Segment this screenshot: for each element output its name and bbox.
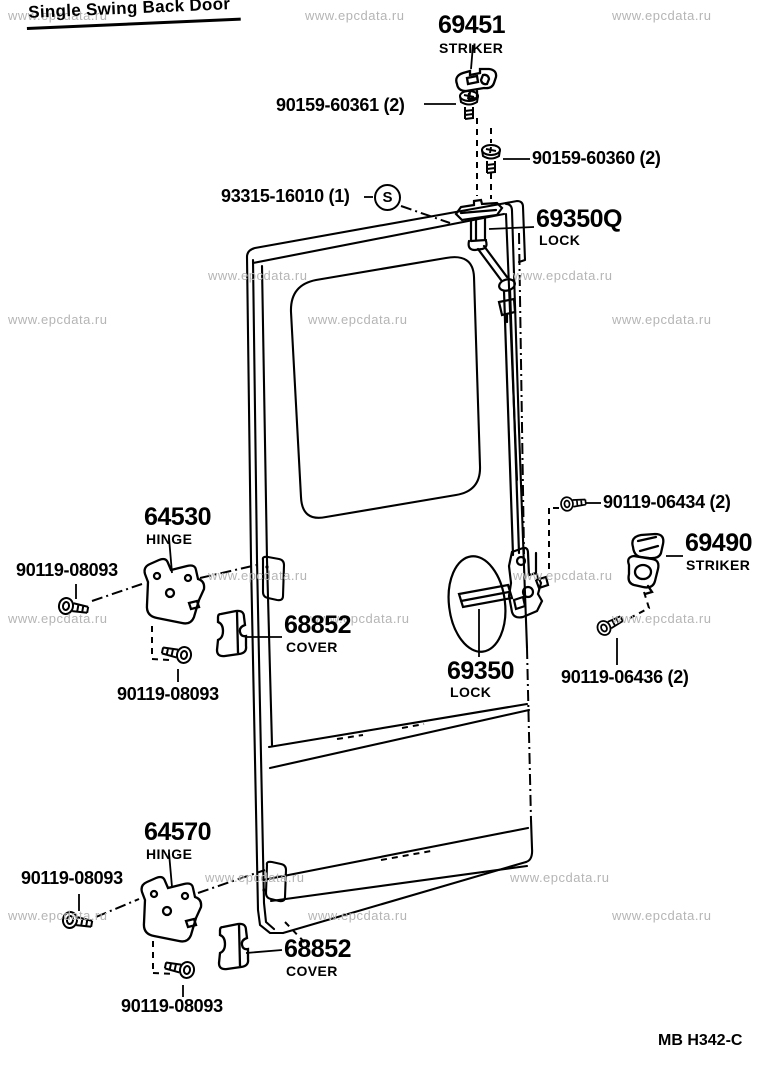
part-number-90119-08093-b: 90119-08093: [117, 684, 219, 704]
watermark: www.epcdata.ru: [513, 268, 613, 283]
watermark: www.epcdata.ru: [612, 611, 712, 626]
part-number-90119-06436: 90119-06436 (2): [561, 667, 689, 687]
watermark: www.epcdata.ru: [8, 8, 108, 23]
watermark: www.epcdata.ru: [510, 870, 610, 885]
part-number-68852-upper: 68852: [284, 611, 352, 639]
part-number-93315-16010: 93315-16010 (1): [221, 186, 350, 206]
part-name-hinge-lower: HINGE: [146, 846, 193, 862]
diagram-code: MB H342-C: [658, 1032, 743, 1049]
watermark: www.epcdata.ru: [208, 268, 308, 283]
part-name-cover-upper: COVER: [286, 639, 338, 655]
part-name-cover-lower: COVER: [286, 963, 338, 979]
watermark: www.epcdata.ru: [513, 568, 613, 583]
part-number-69451: 69451: [438, 11, 506, 39]
part-number-90159-60361: 90159-60361 (2): [276, 95, 405, 115]
part-number-68852-lower: 68852: [284, 935, 352, 963]
part-number-90119-08093-c: 90119-08093: [21, 868, 123, 888]
watermark: www.epcdata.ru: [308, 312, 408, 327]
part-number-90159-60360: 90159-60360 (2): [532, 148, 661, 168]
s-symbol-letter: S: [382, 189, 393, 206]
part-number-69350Q: 69350Q: [536, 205, 622, 233]
part-name-striker-top: STRIKER: [439, 40, 504, 56]
part-number-90119-06434: 90119-06434 (2): [603, 492, 731, 512]
part-number-69490: 69490: [685, 529, 753, 557]
part-number-90119-08093-a: 90119-08093: [16, 560, 118, 580]
watermark: www.epcdata.ru: [308, 908, 408, 923]
part-number-90119-08093-d: 90119-08093: [121, 996, 223, 1016]
watermark: www.epcdata.ru: [205, 870, 305, 885]
part-number-69350: 69350: [447, 657, 515, 685]
watermark: www.epcdata.ru: [8, 908, 108, 923]
watermark: www.epcdata.ru: [612, 8, 712, 23]
part-name-lock-main: LOCK: [450, 684, 492, 700]
watermark: www.epcdata.ru: [208, 568, 308, 583]
watermark: www.epcdata.ru: [8, 611, 108, 626]
part-number-64530: 64530: [144, 503, 212, 531]
part-name-hinge-upper: HINGE: [146, 531, 193, 547]
watermark: www.epcdata.ru: [612, 312, 712, 327]
s-symbol: S: [374, 184, 401, 211]
part-name-striker-side: STRIKER: [686, 557, 751, 573]
part-name-lock-control: LOCK: [539, 232, 581, 248]
watermark: www.epcdata.ru: [8, 312, 108, 327]
watermark: www.epcdata.ru: [310, 611, 410, 626]
part-number-64570: 64570: [144, 818, 212, 846]
watermark: www.epcdata.ru: [305, 8, 405, 23]
watermark: www.epcdata.ru: [612, 908, 712, 923]
